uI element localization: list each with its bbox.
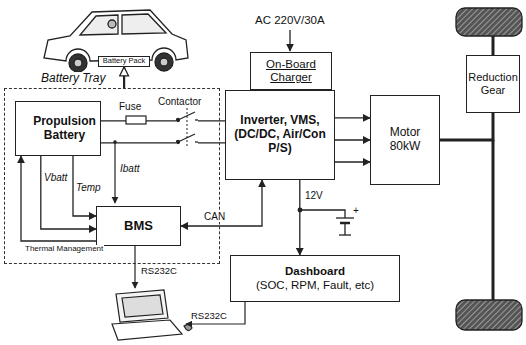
- signal-label: 12V: [304, 190, 324, 201]
- connector: [21, 156, 96, 241]
- component-box: On-Board Charger: [250, 52, 332, 90]
- connector: [181, 180, 262, 226]
- component-box: Dashboard(SOC, RPM, Fault, etc): [230, 255, 400, 302]
- signal-label: Vbatt: [43, 172, 68, 183]
- annotation-label: +: [352, 205, 360, 216]
- annotation-label: AC 220V/30A: [254, 14, 326, 27]
- node-text: Inverter, VMS, (DC/DC, Air/Con P/S): [229, 114, 331, 155]
- component-box: Propulsion Battery: [15, 101, 101, 156]
- connector: [101, 120, 225, 121]
- node-text: (SOC, RPM, Fault, etc): [256, 279, 374, 292]
- node-text: Dashboard: [285, 265, 345, 278]
- component-box: BMS: [96, 206, 181, 246]
- aux-battery-symbol: [298, 208, 354, 235]
- annotation-label: Contactor: [157, 96, 202, 107]
- connector: [335, 117, 370, 118]
- component-box: Motor 80kW: [370, 95, 440, 185]
- signal-label: Temp: [75, 182, 102, 193]
- car-illustration: [44, 10, 188, 72]
- ibatt-sense-wire: [113, 140, 117, 203]
- node-text: Propulsion Battery: [32, 115, 97, 143]
- component-box: Inverter, VMS, (DC/DC, Air/Con P/S): [225, 90, 335, 180]
- rs232c-wires: [135, 246, 245, 324]
- annotation-label: RS232C: [190, 311, 228, 321]
- connector: [299, 180, 300, 255]
- signal-label: CAN: [203, 211, 226, 222]
- laptop-illustration: [112, 290, 192, 340]
- annotation-label: Fuse: [118, 101, 142, 112]
- node-text: Battery Pack: [103, 57, 146, 66]
- signal-label: Thermal Management: [24, 245, 104, 254]
- connector: [335, 139, 370, 140]
- component-box: Reduction Gear: [466, 55, 520, 113]
- battery-tray: Battery TrayPropulsion BatteryBMS: [4, 88, 220, 264]
- annotation-label: RS232C: [140, 266, 178, 276]
- connector: [335, 161, 370, 162]
- connector: [101, 142, 225, 143]
- node-text: Reduction Gear: [468, 71, 518, 96]
- wheels: [456, 8, 522, 330]
- component-box: Battery Pack: [98, 56, 150, 67]
- fuse-symbol: [126, 116, 146, 124]
- node-text: Motor 80kW: [374, 126, 436, 154]
- annotation-label: Ibatt: [119, 163, 140, 174]
- contactor-symbol: [176, 108, 198, 147]
- ac-input-wire: [290, 30, 291, 51]
- node-text: BMS: [124, 219, 153, 234]
- connector: [123, 67, 125, 88]
- node-text: On-Board Charger: [254, 58, 328, 84]
- node-text: Battery Tray: [41, 72, 105, 86]
- connector: [440, 113, 493, 140]
